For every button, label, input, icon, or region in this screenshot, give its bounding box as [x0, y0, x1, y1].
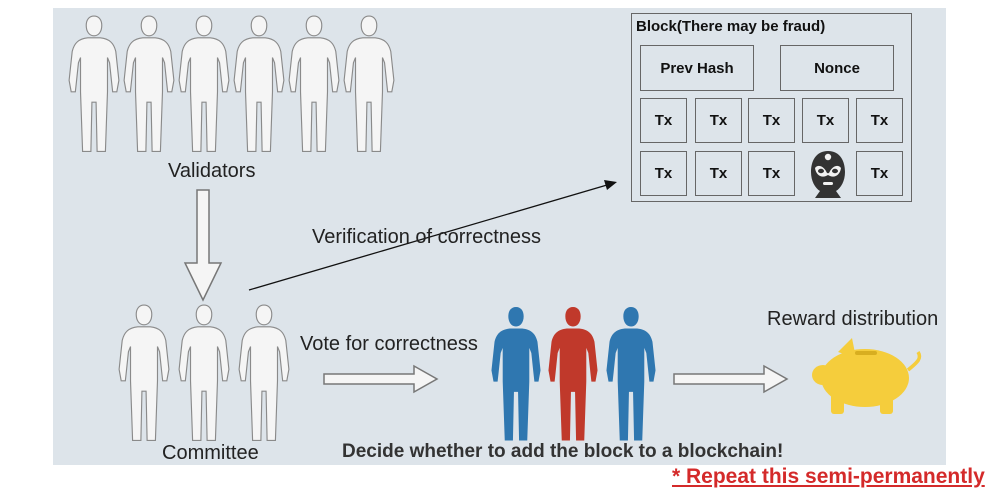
tx-cell: Tx — [748, 98, 795, 143]
committee-person-icon — [238, 304, 290, 442]
validator-person-icon — [68, 15, 120, 153]
voters-group — [491, 307, 656, 441]
verification-label: Verification of correctness — [312, 226, 541, 248]
piggy-bank-icon — [812, 338, 922, 414]
committee-label: Committee — [162, 442, 259, 464]
validator-person-icon — [123, 15, 175, 153]
masked-fraudster-icon — [811, 151, 845, 198]
vote-label: Vote for correctness — [300, 333, 478, 355]
reward-arrow-icon — [673, 364, 789, 394]
voter-blue-person-icon — [491, 307, 541, 441]
nonce-cell: Nonce — [780, 45, 894, 91]
validators-label: Validators — [168, 160, 256, 182]
repeat-note: * Repeat this semi-permanently — [672, 465, 985, 488]
block-title: Block(There may be fraud) — [636, 18, 826, 35]
down-arrow-icon — [183, 189, 223, 302]
validator-person-icon — [233, 15, 285, 153]
tx-cell: Tx — [748, 151, 795, 196]
committee-person-icon — [118, 304, 170, 442]
block-box: Block(There may be fraud) Prev Hash Nonc… — [631, 13, 912, 202]
decide-caption: Decide whether to add the block to a blo… — [342, 441, 784, 462]
validator-person-icon — [288, 15, 340, 153]
voter-red-person-icon — [548, 307, 598, 441]
voter-blue-person-icon — [606, 307, 656, 441]
tx-cell: Tx — [802, 98, 849, 143]
tx-cell: Tx — [695, 151, 742, 196]
tx-cell: Tx — [856, 151, 903, 196]
validators-group — [68, 15, 395, 153]
tx-cell: Tx — [640, 98, 687, 143]
vote-arrow-icon — [323, 364, 439, 394]
tx-cell: Tx — [856, 98, 903, 143]
committee-person-icon — [178, 304, 230, 442]
tx-cell: Tx — [640, 151, 687, 196]
verification-arrow-icon — [248, 180, 617, 291]
prev-hash-cell: Prev Hash — [640, 45, 754, 91]
reward-label: Reward distribution — [767, 308, 939, 330]
committee-group — [118, 304, 290, 442]
tx-cell: Tx — [695, 98, 742, 143]
validator-person-icon — [178, 15, 230, 153]
validator-person-icon — [343, 15, 395, 153]
